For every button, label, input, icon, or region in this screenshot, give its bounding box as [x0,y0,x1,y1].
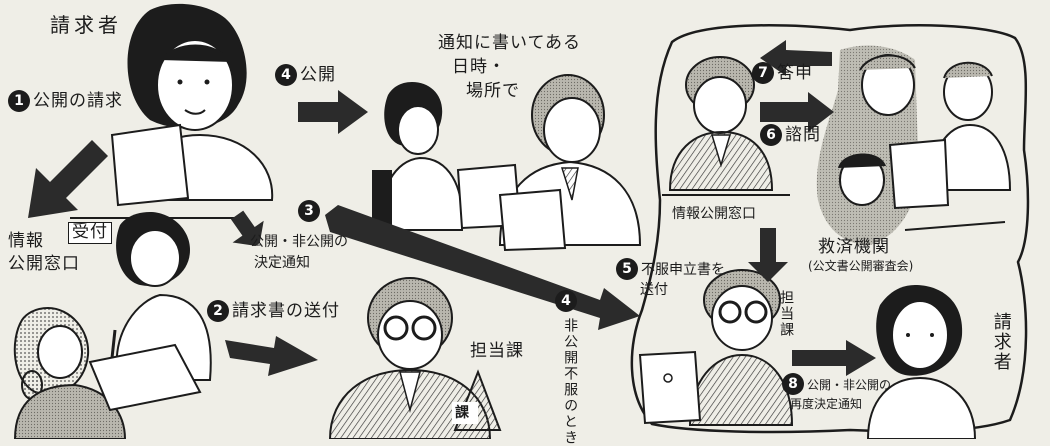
step3-line1: 公開・非公開の [250,234,348,250]
notice-line2: 日時・ [452,56,506,77]
form-paper [88,343,202,412]
step1-number: 1 [8,90,30,112]
step2-text: 請求書の送付 [232,301,340,321]
committee-figure [838,54,1012,231]
relief-label: 救済機関 [818,237,890,257]
step8-line2: 再度決定通知 [790,397,863,411]
step4a-number: 4 [275,64,297,86]
step1-text: 公開の請求 [33,91,123,111]
info-window-left-label: 情報 公開窓口 [8,230,80,276]
step5-line1: 不服申立書を [641,262,725,278]
requester-figure-right [866,285,977,439]
step4b-number: 4 [555,290,577,312]
relief-area-outline [630,24,1030,434]
notice-line3: 場所で [466,80,520,101]
step3-notice-label: 公開・非公開の 決定通知 [250,232,348,274]
info-window-officer-figure [668,56,774,191]
viewer-woman-figure [372,82,464,231]
reception-sign: 受付 [68,222,112,244]
relief-sub-label: (公文書公開審査会) [808,259,914,273]
step2-number: 2 [207,300,229,322]
info-window-label: 情報公開窓口 [672,206,756,222]
step3-label: 3 [298,200,323,222]
step7-number: 7 [752,62,774,84]
document-icon [498,188,567,252]
dept-badge: 課 [455,405,469,421]
step5-line2: 送付 [640,282,668,298]
requester-right-label: 請求者 [990,312,1012,372]
requester-label: 請求者 [50,13,122,37]
info-window-left-line1: 情報 [8,231,44,251]
envelope-icon [638,350,702,425]
step5-number: 5 [616,258,638,280]
notice-line1: 通知に書いてある [438,33,581,53]
dept-vertical-label: 担当課 [778,290,795,338]
step6-text: 諮問 [785,125,821,145]
pencil-icon [110,329,117,359]
step7-text: 答申 [777,63,813,83]
step4b-number-wrap: 4 [555,290,577,316]
step4b-label: 非公開不服のとき [562,318,579,446]
step6-number: 6 [760,124,782,146]
relief-officer-figure [688,269,794,426]
step3-number: 3 [298,200,320,222]
step4a-text: 公開 [300,65,336,85]
step3-line2: 決定通知 [254,255,310,271]
notice-location-label: 通知に書いてある 日時・ 場所で [438,32,581,103]
step8-line1: 公開・非公開の [807,378,892,392]
seated-requester-figure [13,306,127,439]
officer-figure-dept [328,277,492,439]
step8-number: 8 [782,373,804,395]
dept-label: 担当課 [470,341,524,361]
document-icon [110,123,190,207]
info-window-left-line2: 公開窓口 [8,253,80,274]
